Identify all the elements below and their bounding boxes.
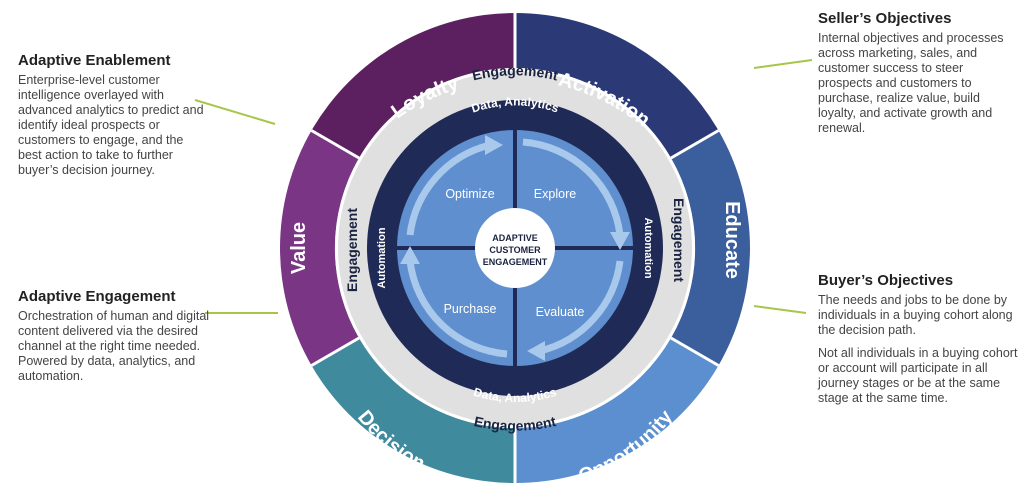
automation-left-label: Automation xyxy=(376,227,388,288)
quadrant-explore: Explore xyxy=(534,187,576,201)
buyers-objectives-title: Buyer’s Objectives xyxy=(818,272,954,289)
connector-lines xyxy=(194,59,813,314)
center-line-1: ADAPTIVE xyxy=(492,233,538,243)
automation-right-label: Automation xyxy=(642,217,654,278)
engagement-right-label: Engagement xyxy=(671,198,687,282)
quadrant-optimize: Optimize xyxy=(445,187,494,201)
adaptive-engagement-title: Adaptive Engagement xyxy=(18,288,176,305)
center-line-3: ENGAGEMENT xyxy=(483,257,548,267)
buyers-objectives-block: Buyer’s Objectives The needs and jobs to… xyxy=(818,272,1018,414)
segment-dividers xyxy=(310,13,720,483)
engagement-left-label: Engagement xyxy=(344,208,360,292)
data-analytics-bottom-label: Data, Analytics xyxy=(472,385,558,405)
buyers-objectives-body-2: Not all individuals in a buying cohort o… xyxy=(818,346,1018,405)
educate-label: Educate xyxy=(721,201,743,279)
adaptive-engagement-body: Orchestration of human and digital conte… xyxy=(18,309,210,383)
quadrant-evaluate: Evaluate xyxy=(536,305,585,319)
value-segment xyxy=(280,130,359,366)
activation-segment xyxy=(515,13,719,158)
buyers-objectives-body-1: The needs and jobs to be done by individ… xyxy=(818,293,1013,337)
cycle-arrows xyxy=(406,138,624,358)
decision-segment xyxy=(311,338,515,483)
center-line-2: CUSTOMER xyxy=(489,245,541,255)
sellers-objectives-body: Internal objectives and processes across… xyxy=(818,31,1004,135)
engagement-bottom-label: Engagement xyxy=(473,413,558,434)
adaptive-enablement-title: Adaptive Enablement xyxy=(18,52,171,69)
adaptive-engagement-block: Adaptive Engagement Orchestration of hum… xyxy=(18,288,228,392)
quadrant-purchase: Purchase xyxy=(444,302,497,316)
center-hub xyxy=(475,208,555,288)
sellers-objectives-title: Seller’s Objectives xyxy=(818,10,952,27)
value-label: Value xyxy=(288,222,310,274)
sellers-objectives-block: Seller’s Objectives Internal objectives … xyxy=(818,10,1018,144)
loyalty-segment xyxy=(311,13,515,158)
engagement-top-label: Engagement xyxy=(470,62,560,83)
data-analytics-top-label: Data, Analytics xyxy=(470,94,561,115)
arrow-heads xyxy=(400,135,630,361)
opportunity-segment xyxy=(515,338,719,483)
educate-segment xyxy=(671,130,750,366)
adaptive-enablement-body: Enterprise-level customer intelligence o… xyxy=(18,73,204,177)
adaptive-enablement-block: Adaptive Enablement Enterprise-level cus… xyxy=(18,52,208,186)
